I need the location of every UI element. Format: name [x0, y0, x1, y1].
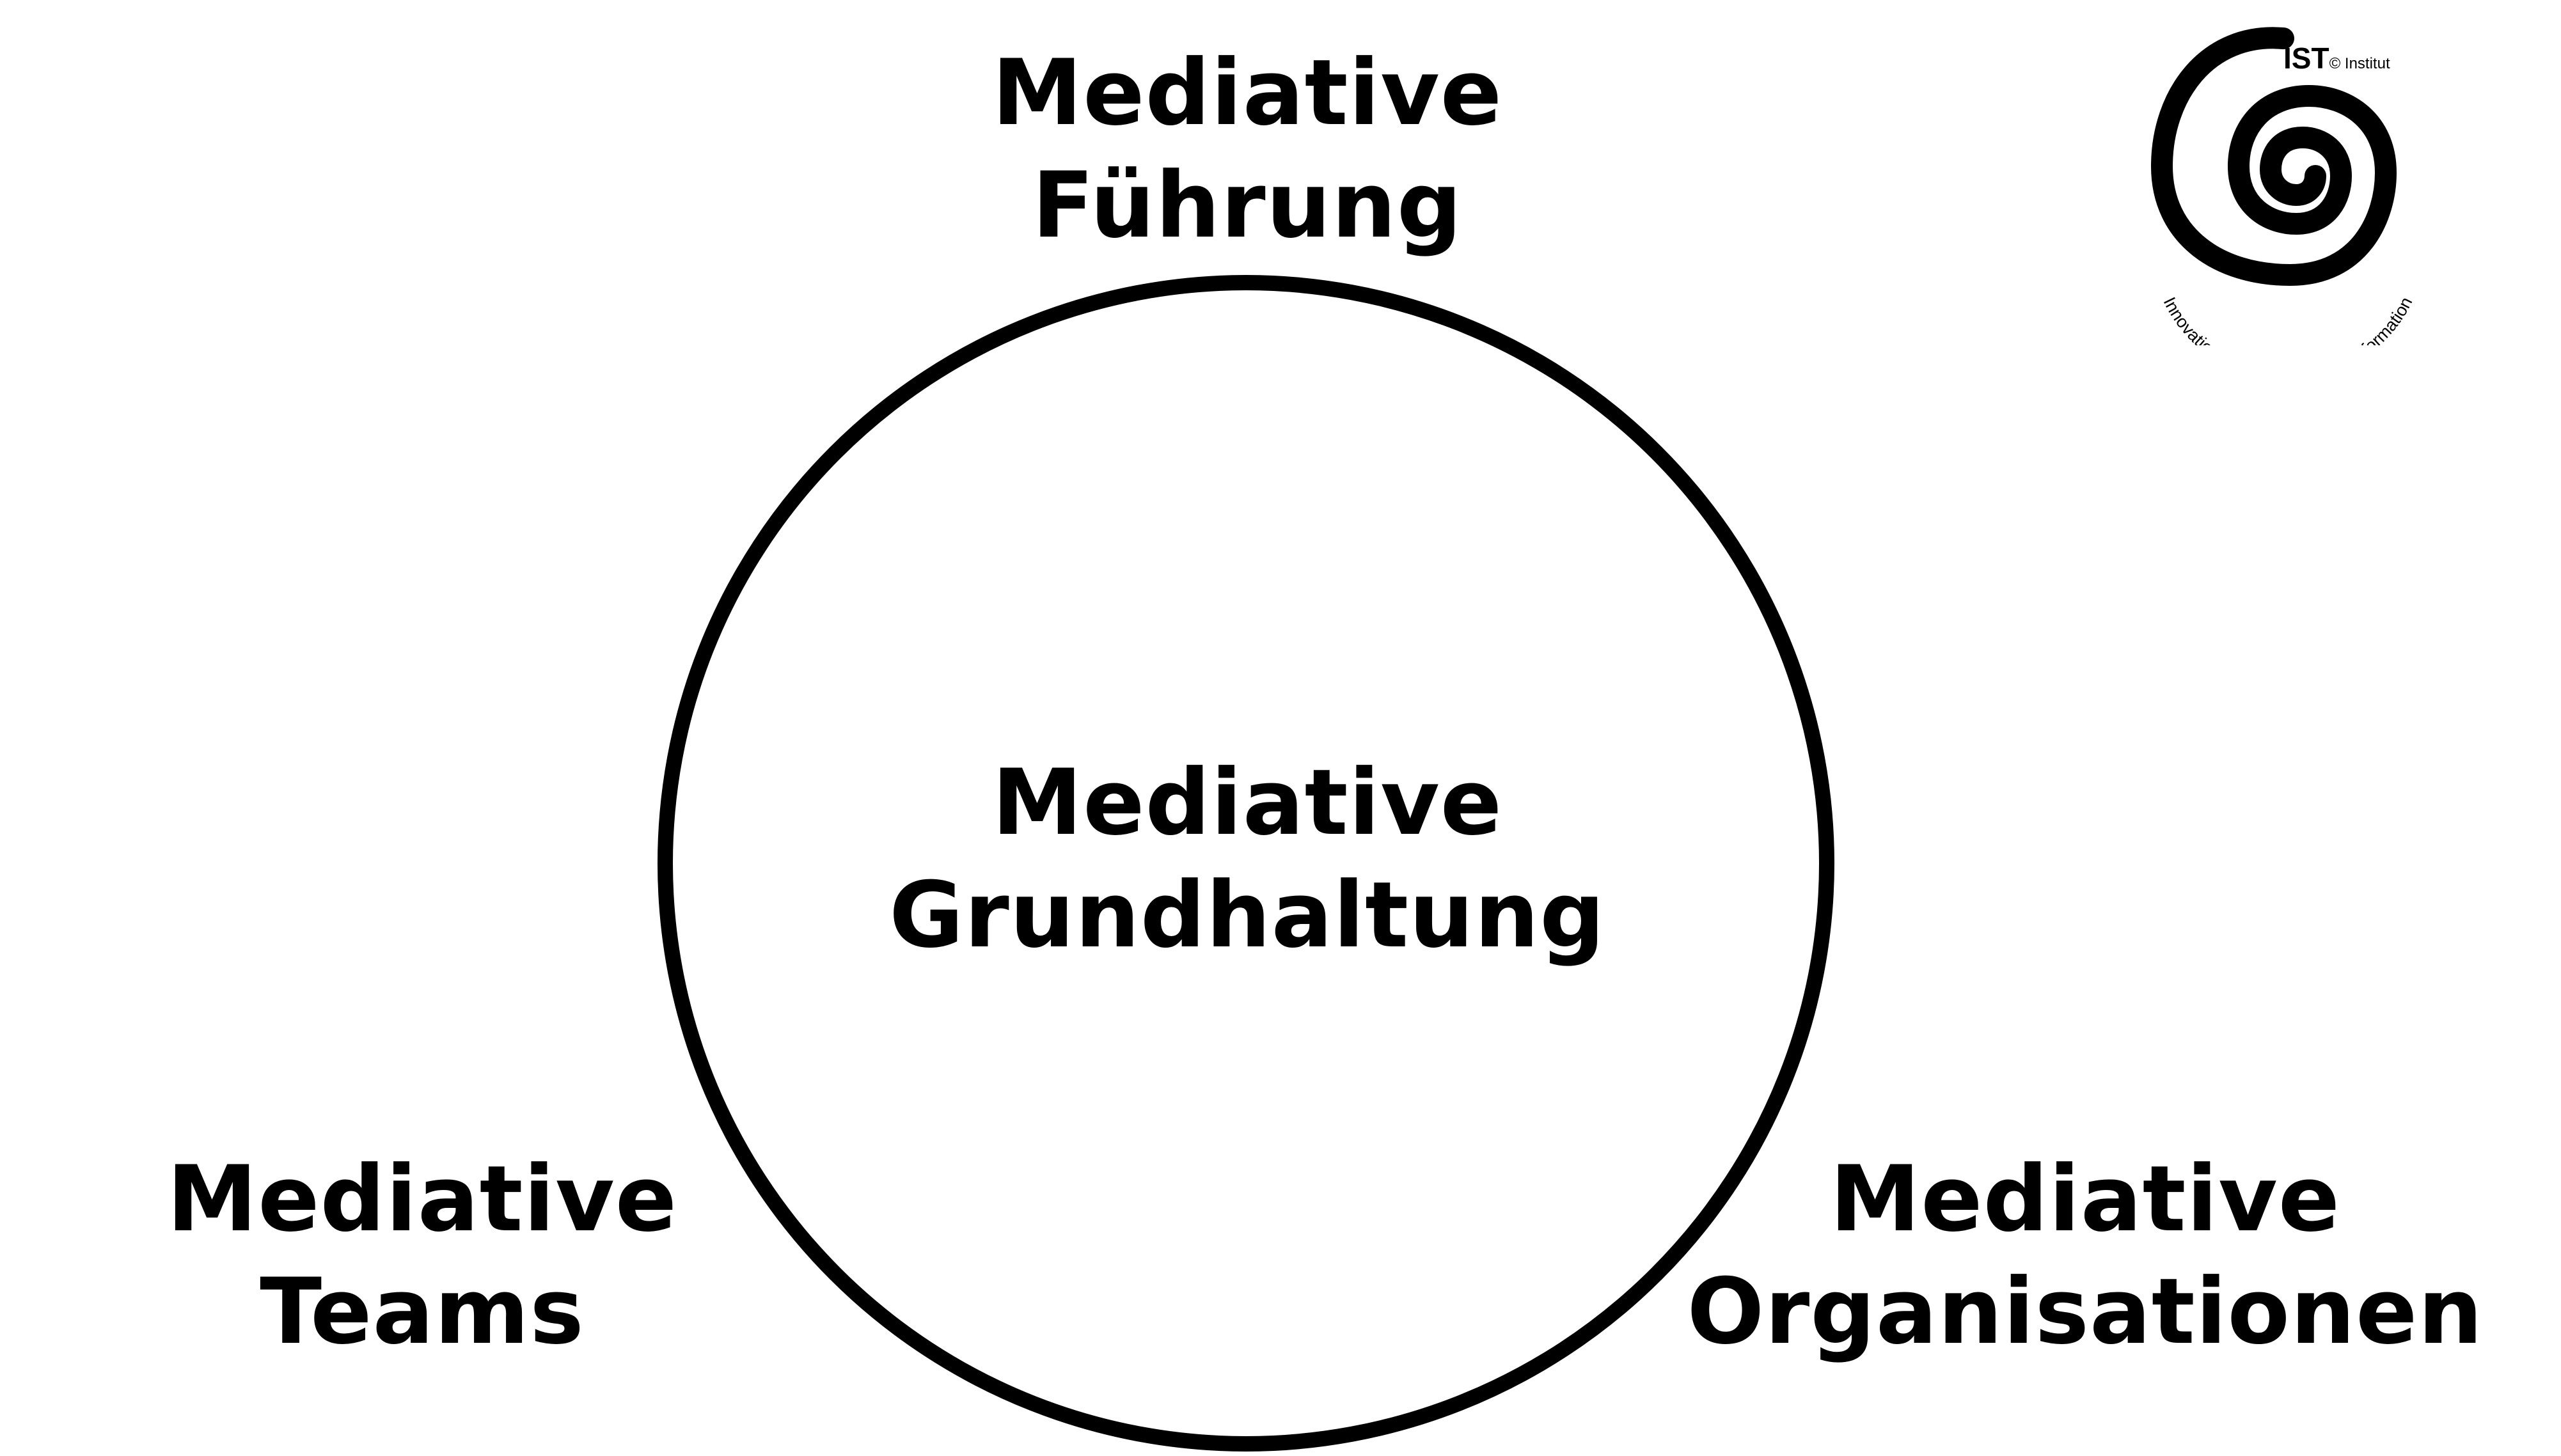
label-mediative-teams: Mediative Teams [102, 1143, 742, 1368]
label-line-2: Organisationen [1687, 1259, 2484, 1365]
label-line-2: Grundhaltung [889, 863, 1605, 968]
logo-brand: IST© Institut [2283, 42, 2390, 80]
svg-text:Innovation – Sinn/Sens – Trans: Innovation – Sinn/Sens – Transformation [2160, 294, 2416, 345]
label-line-1: Mediative [991, 40, 1503, 146]
logo-suffix: © Institut [2329, 55, 2390, 72]
label-line-2: Führung [1032, 153, 1463, 258]
ist-institut-logo: Innovation – Sinn/Sens – Transformation … [2111, 13, 2456, 384]
label-mediative-grundhaltung: Mediative Grundhaltung [800, 747, 1695, 972]
label-line-1: Mediative [166, 1147, 678, 1252]
logo-tagline: Innovation – Sinn/Sens – Transformation [2160, 294, 2416, 384]
logo-brand-name: IST [2283, 42, 2329, 75]
label-line-1: Mediative [991, 750, 1503, 856]
label-line-2: Teams [260, 1259, 585, 1365]
label-line-1: Mediative [1829, 1147, 2341, 1252]
label-mediative-fuehrung: Mediative Führung [895, 37, 1599, 262]
label-mediative-organisationen: Mediative Organisationen [1637, 1143, 2533, 1368]
